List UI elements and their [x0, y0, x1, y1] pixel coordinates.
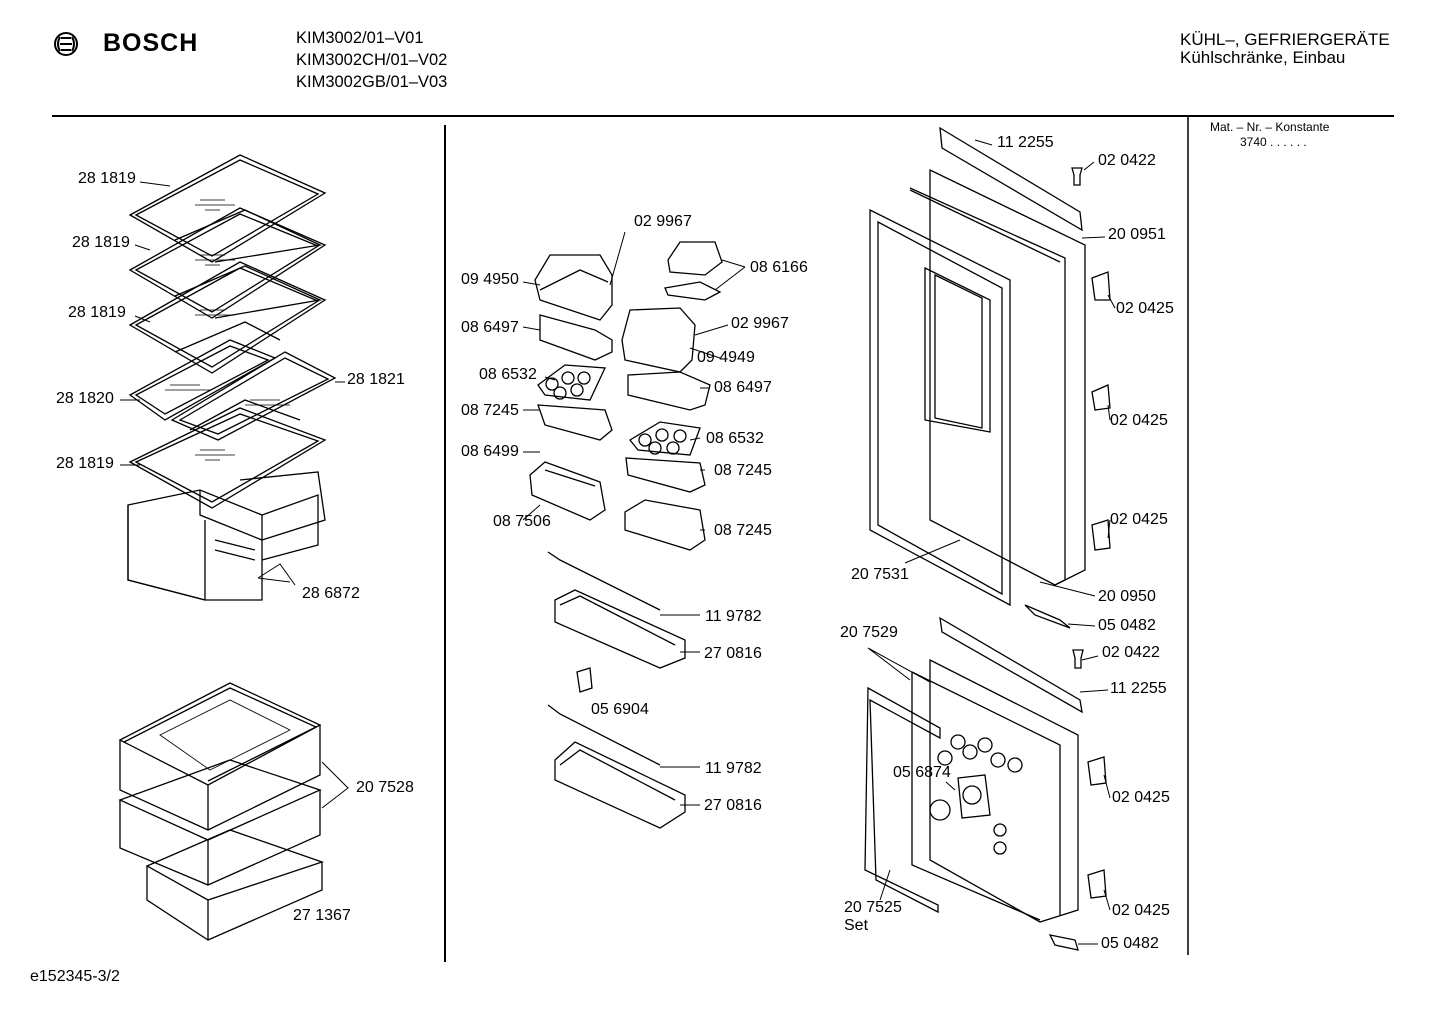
part-label: 08 6532	[706, 430, 764, 447]
hinge-icon	[1091, 271, 1111, 301]
part-label: 27 0816	[704, 645, 762, 662]
long-door-bin	[554, 741, 686, 829]
freezer-drawer-stack	[118, 682, 325, 941]
konstante-label: Mat. – Nr. – Konstante	[1210, 120, 1330, 134]
part-label: 02 9967	[634, 213, 692, 230]
part-label: 08 6499	[461, 443, 519, 460]
konstante-value: 3740 . . . . . .	[1240, 135, 1307, 149]
part-label: 08 7245	[714, 462, 772, 479]
part-label: 08 6532	[479, 366, 537, 383]
glass-shelf	[128, 261, 327, 374]
part-label: 02 0425	[1110, 511, 1168, 528]
model-number: KIM3002CH/01–V02	[296, 51, 448, 69]
part-label: 11 2255	[1110, 680, 1167, 697]
door-bins-group	[529, 241, 723, 829]
bracket-icon	[1024, 604, 1071, 629]
part-label: 11 9782	[705, 608, 762, 625]
part-label: 11 2255	[997, 134, 1054, 151]
hinge-icon	[1087, 869, 1107, 899]
egg-tray	[537, 364, 606, 401]
part-label: 20 0950	[1098, 588, 1156, 605]
part-label: 02 0422	[1102, 644, 1160, 661]
clip-part	[576, 667, 593, 693]
hinge-icon	[1091, 384, 1111, 411]
crisper-drawer-pair	[127, 471, 326, 601]
part-label: 02 0422	[1098, 152, 1156, 169]
part-label: 02 0425	[1112, 902, 1170, 919]
part-label: 27 1367	[293, 907, 351, 924]
part-label: 05 0482	[1101, 935, 1159, 952]
part-label: 28 1819	[78, 170, 136, 187]
egg-tray	[629, 421, 701, 456]
category-subtitle: Kühlschränke, Einbau	[1180, 48, 1346, 67]
category-title: KÜHL–, GEFRIERGERÄTE	[1180, 30, 1390, 49]
part-label: 02 0425	[1112, 789, 1170, 806]
long-door-bin	[554, 589, 686, 669]
brand-name: BOSCH	[103, 29, 199, 57]
part-label: 28 1821	[347, 371, 405, 388]
part-label: 05 0482	[1098, 617, 1156, 634]
part-label: 08 7245	[461, 402, 519, 419]
model-number: KIM3002GB/01–V03	[296, 73, 448, 91]
part-label: 08 7506	[493, 513, 551, 530]
part-label-set: Set	[844, 917, 869, 934]
freezer-door-gasket	[864, 686, 941, 914]
part-label: 08 6166	[750, 259, 808, 276]
part-label: 08 6497	[461, 319, 519, 336]
hinge-icon	[1091, 519, 1111, 551]
drawing-id: e152345-3/2	[30, 968, 120, 985]
part-label: 02 0425	[1116, 300, 1174, 317]
part-label: 28 1819	[56, 455, 114, 472]
screw-icon	[1072, 649, 1084, 669]
part-label: 05 6874	[893, 764, 951, 781]
part-label: 05 6904	[591, 701, 649, 718]
glass-shelf	[128, 207, 327, 319]
glass-shelf-split-left	[128, 339, 277, 421]
freezer-door-outer	[929, 658, 1079, 923]
part-label: 09 4950	[461, 271, 519, 288]
part-label: 02 0425	[1110, 412, 1168, 429]
screw-icon	[1071, 167, 1083, 186]
part-label: 28 1820	[56, 390, 114, 407]
part-label: 28 1819	[68, 304, 126, 321]
part-label: 09 4949	[697, 349, 755, 366]
model-number: KIM3002/01–V01	[296, 29, 424, 47]
fridge-door-assembly	[864, 126, 1111, 951]
door-panel-outer	[929, 168, 1086, 586]
part-label: 27 0816	[704, 797, 762, 814]
hinge-icon	[1087, 756, 1107, 786]
part-label: 08 7245	[714, 522, 772, 539]
part-label: 11 9782	[705, 760, 762, 777]
glass-shelf-stack	[128, 154, 337, 509]
door-inner-liner	[869, 208, 1011, 607]
part-label: 28 1819	[72, 234, 130, 251]
part-label: 20 7529	[840, 624, 898, 641]
part-label: 20 7525	[844, 899, 902, 916]
part-label: 28 6872	[302, 585, 360, 602]
glass-shelf-split-right	[170, 351, 337, 441]
part-label: 08 6497	[714, 379, 772, 396]
part-label: 02 9967	[731, 315, 789, 332]
part-label: 20 7528	[356, 779, 414, 796]
glass-shelf	[128, 154, 327, 263]
bracket-icon	[1048, 934, 1079, 951]
bosch-logo-icon	[54, 32, 78, 56]
part-label: 20 7531	[851, 566, 909, 583]
part-label: 20 0951	[1108, 226, 1166, 243]
